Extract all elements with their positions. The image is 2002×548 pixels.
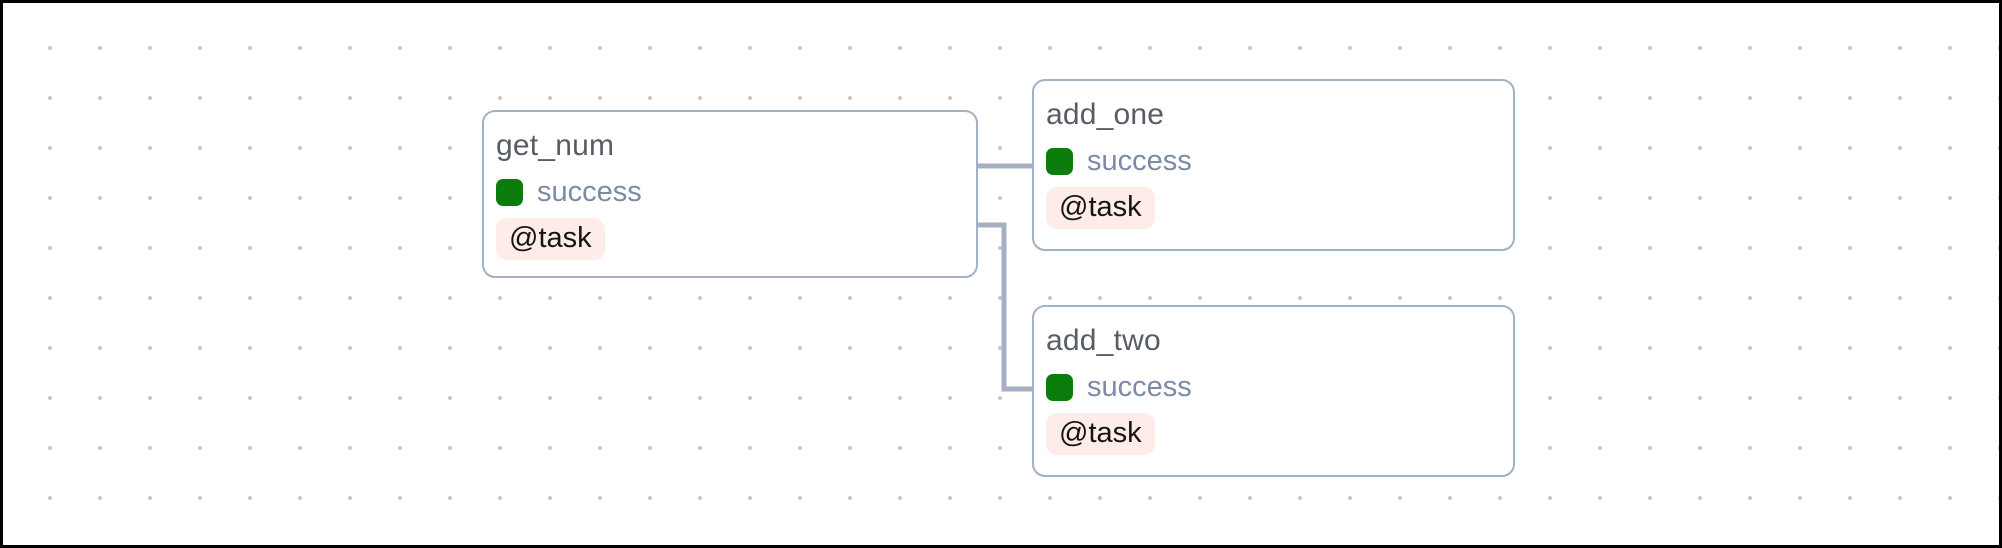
status-success-icon — [496, 178, 523, 206]
task-node-get_num[interactable]: get_num success @task — [482, 110, 978, 278]
task-decorator-badge: @task — [496, 218, 605, 260]
task-decorator-badge: @task — [1046, 413, 1155, 455]
edge-layer — [978, 163, 1032, 392]
task-decorator-badge: @task — [1046, 187, 1155, 229]
status-success-icon — [1046, 147, 1073, 175]
status-label: success — [1087, 145, 1192, 177]
task-title: add_one — [1046, 98, 1165, 131]
task-node-add_one[interactable]: add_one success @task — [1032, 79, 1515, 251]
task-node-add_two[interactable]: add_two success @task — [1032, 305, 1515, 477]
task-status-row: success — [1046, 145, 1192, 177]
status-success-icon — [1046, 373, 1073, 401]
task-title: get_num — [496, 129, 615, 162]
task-status-row: success — [1046, 371, 1192, 403]
status-label: success — [537, 176, 642, 208]
task-status-row: success — [496, 176, 642, 208]
task-title: add_two — [1046, 324, 1161, 357]
graph-viewport[interactable]: get_num success @task add_one success @t… — [3, 3, 1999, 545]
status-label: success — [1087, 371, 1192, 403]
edge-get_num-add_two — [978, 222, 1032, 392]
